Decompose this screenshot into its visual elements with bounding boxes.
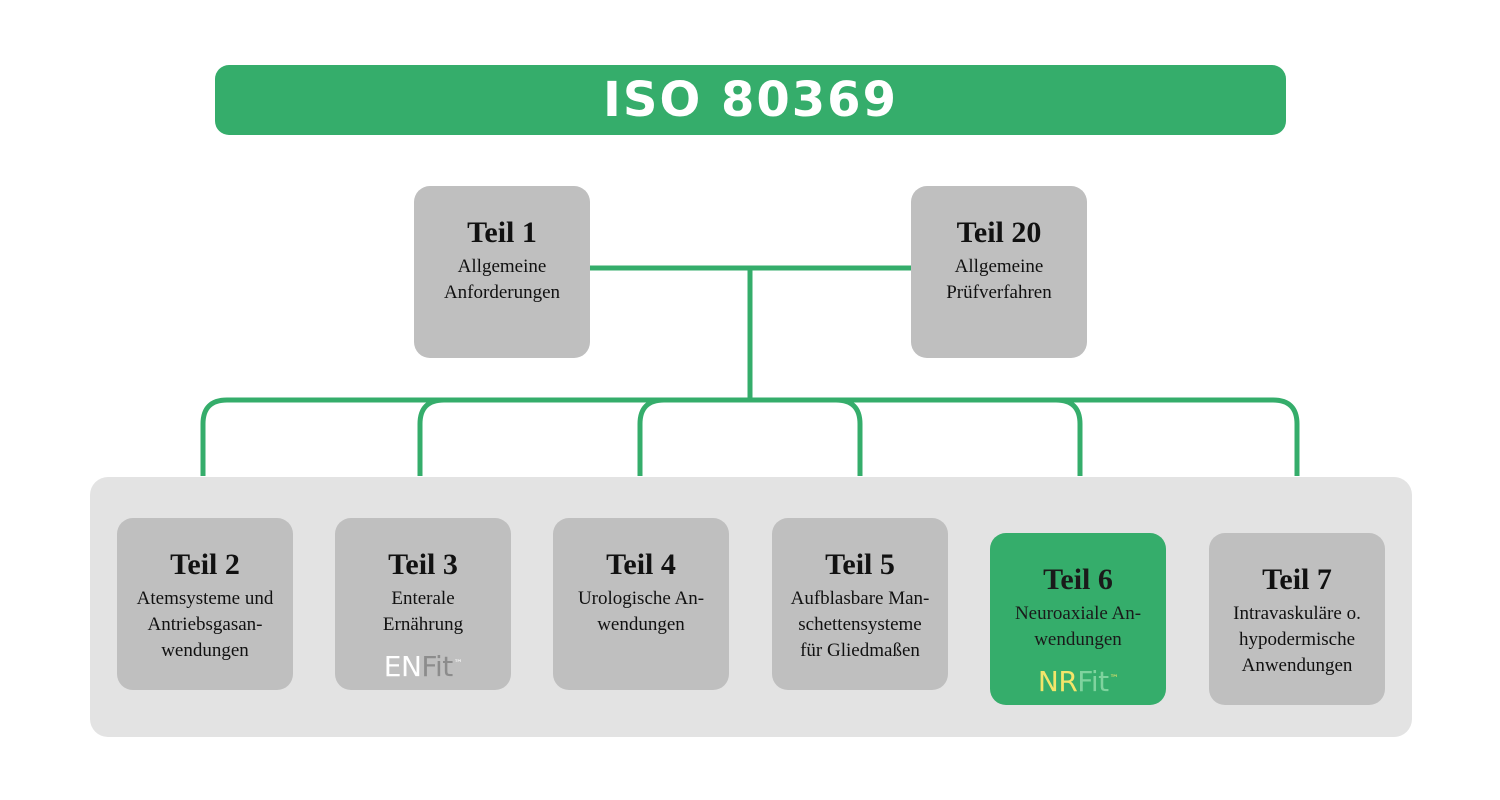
enfit-logo: ENFit™ (383, 650, 463, 683)
part-4-heading: Teil 4 (606, 548, 676, 581)
part-4-description: Urologische An- wendungen (577, 588, 705, 635)
part-2-box: Teil 2 Atemsysteme und Antriebsgasan- we… (117, 518, 293, 690)
title-banner: ISO 80369 (215, 65, 1286, 135)
part-3-heading: Teil 3 (388, 548, 458, 581)
branch-part-2 (200, 397, 750, 476)
part-20-description: Allgemeine Prüfverfahren (946, 256, 1052, 303)
part-4-box: Teil 4 Urologische An- wendungen (553, 518, 729, 690)
part-5-box: Teil 5 Aufblasbare Man- schettensysteme … (772, 518, 948, 690)
branch-part-5 (750, 397, 863, 476)
part-20-box: Teil 20 Allgemeine Prüfverfahren (911, 186, 1087, 358)
nrfit-logo: NRFit™ (1037, 665, 1119, 698)
part-6-heading: Teil 6 (1043, 563, 1113, 596)
parts-panel (90, 477, 1412, 737)
branch-part-4 (637, 397, 750, 476)
part-7-heading: Teil 7 (1262, 563, 1332, 596)
part-6-box: Teil 6 Neuroaxiale An- wendungen NRFit™ (990, 533, 1166, 705)
part-7-description: Intravaskuläre o. hypodermische Anwendun… (1233, 603, 1361, 676)
part-20-heading: Teil 20 (956, 216, 1042, 249)
part-5-heading: Teil 5 (825, 548, 895, 581)
part-6-description: Neuroaxiale An- wendungen (1014, 603, 1142, 650)
diagram-title: ISO 80369 (603, 72, 898, 128)
branch-part-6 (750, 397, 1083, 476)
part-3-box: Teil 3 Enterale Ernährung ENFit™ (335, 518, 511, 690)
branch-part-7 (750, 397, 1300, 476)
part-2-heading: Teil 2 (170, 548, 240, 581)
part-3-description: Enterale Ernährung (382, 588, 464, 635)
part-1-box: Teil 1 Allgemeine Anforderungen (414, 186, 590, 358)
part-2-description: Atemsysteme und Antriebsgasan- wendungen (136, 588, 274, 661)
part-1-heading: Teil 1 (467, 216, 537, 249)
part-5-description: Aufblasbare Man- schettensysteme für Gli… (790, 588, 930, 661)
part-7-box: Teil 7 Intravaskuläre o. hypodermische A… (1209, 533, 1385, 705)
part-1-description: Allgemeine Anforderungen (443, 256, 561, 303)
branch-part-3 (417, 397, 750, 476)
